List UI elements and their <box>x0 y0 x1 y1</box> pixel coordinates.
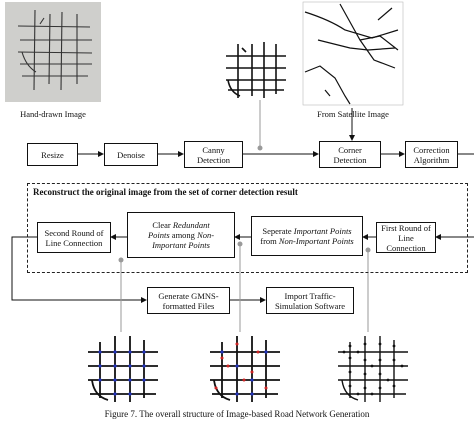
first-round-label-1: First Round of <box>381 222 431 233</box>
resize-label: Resize <box>41 149 64 160</box>
resize-box: Resize <box>27 143 78 166</box>
second-round-box: Second Round of Line Connection <box>37 222 111 253</box>
separate-points-box: Seperate Important Points from Non-Impor… <box>251 216 363 256</box>
separate-line-1: Seperate Important Points <box>262 226 351 236</box>
clear-points-box: Clear Redundant Points among Non- Import… <box>127 212 235 258</box>
gmns-label-2: formatted Files <box>162 300 215 311</box>
hand-drawn-caption: Hand-drawn Image <box>20 109 86 119</box>
separate-em-2: Non-Important Points <box>278 236 354 246</box>
corner-label-2: Detection <box>333 154 367 165</box>
clear-em-2: Points <box>147 230 170 240</box>
separate-mid: from <box>260 236 277 246</box>
import-label-2: Simulation Software <box>274 300 346 311</box>
import-box: Import Traffic- Simulation Software <box>266 287 354 314</box>
denoise-label: Denoise <box>117 149 145 160</box>
satellite-caption: From Satellite Image <box>317 109 389 119</box>
separate-pre: Seperate <box>262 226 292 236</box>
figure-caption: Figure 7. The overall structure of Image… <box>104 409 370 419</box>
gray-dot-canny <box>257 145 263 151</box>
clear-points-line-1: Clear Redundant <box>152 220 209 230</box>
gray-dot-first <box>365 247 371 253</box>
clear-points-line-3: Important Points <box>152 240 210 250</box>
separate-em-1: Important Points <box>293 226 352 236</box>
import-label-1: Import Traffic- <box>284 290 336 301</box>
gray-dot-second <box>118 257 124 263</box>
correction-label-1: Correction <box>413 144 450 155</box>
gmns-label-1: Generate GMNS- <box>158 290 219 301</box>
canny-box: Canny Detection <box>184 141 243 168</box>
reconstruct-group <box>27 183 468 273</box>
clear-em-4: Important Points <box>152 240 210 250</box>
clear-points-line-2: Points among Non- <box>148 230 214 240</box>
first-round-label-2: Line Connection <box>386 232 426 253</box>
canny-label-1: Canny <box>202 144 225 155</box>
gray-dot-clear <box>237 241 243 247</box>
clear-mid: among <box>171 230 195 240</box>
canny-label-2: Detection <box>196 154 231 165</box>
corner-label-1: Corner <box>338 144 362 155</box>
first-round-box: First Round of Line Connection <box>376 222 436 253</box>
correction-label-2: Algorithm <box>413 154 450 165</box>
second-round-label-1: Second Round of <box>44 227 104 238</box>
denoise-box: Denoise <box>104 143 158 166</box>
correction-box: Correction Algorithm <box>405 141 458 168</box>
separate-line-2: from Non-Important Points <box>260 236 354 246</box>
gmns-box: Generate GMNS- formatted Files <box>147 287 230 314</box>
clear-pre: Clear <box>152 220 171 230</box>
clear-em-3: Non- <box>197 230 215 240</box>
second-round-label-2: Line Connection <box>45 237 103 248</box>
arrow-second-to-gmns <box>11 236 147 303</box>
reconstruct-heading: Reconstruct the original image from the … <box>33 187 298 197</box>
clear-em-1: Redundant <box>172 220 210 230</box>
corner-box: Corner Detection <box>319 141 381 168</box>
